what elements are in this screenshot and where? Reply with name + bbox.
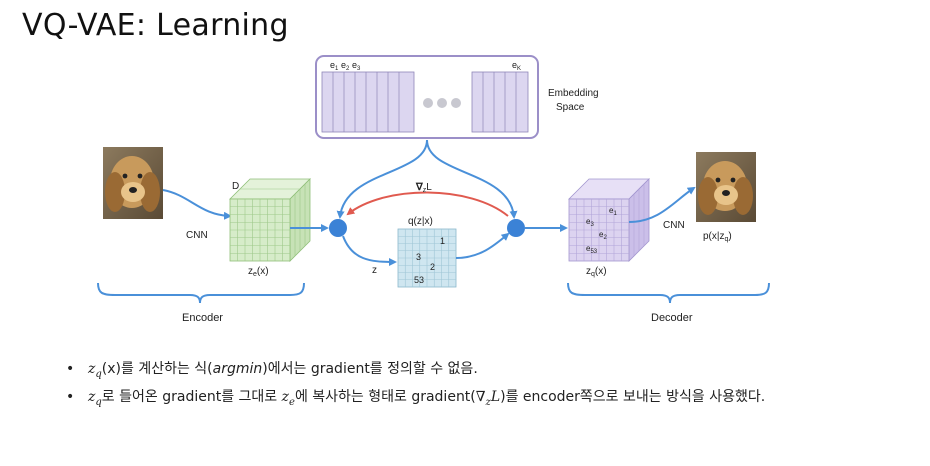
output-dog-image <box>696 152 756 222</box>
z-label: z <box>372 265 377 276</box>
quantize-node-right <box>507 219 525 237</box>
q-cell-53: 53 <box>414 275 424 285</box>
q-label: q(z|x) <box>408 216 433 227</box>
embedding-label-e1: e1 <box>330 60 339 72</box>
decoder-output-arrow <box>628 186 696 223</box>
embedding-to-right-node-arrow <box>426 139 518 219</box>
bullet-2-grad: ∇zL <box>475 388 501 408</box>
decoder-cell-e53: e53 <box>586 244 598 255</box>
encoder-cube <box>229 178 311 262</box>
decoder-cell-e3: e3 <box>586 217 594 228</box>
embedding-label-e3: e3 <box>352 60 361 72</box>
vqvae-diagram: e1 e2 e3 eK Embedding Space CNN <box>97 55 770 324</box>
encoder-output-label: ze(x) <box>248 266 269 278</box>
embedding-label-ek: eK <box>512 60 521 72</box>
decoder-brace <box>567 282 770 304</box>
gradient-arrow <box>346 191 509 217</box>
embedding-vectors-right <box>471 71 529 133</box>
decoder-cell-e1: e1 <box>609 206 617 217</box>
bullet-2: zq로 들어온 gradient를 그대로 ze에 복사하는 형태로 gradi… <box>60 388 920 412</box>
embedding-to-left-node-arrow <box>336 139 428 219</box>
node-to-grid-arrow <box>342 235 397 266</box>
encoder-section-label: Encoder <box>182 312 223 324</box>
encoder-input-arrow <box>162 189 232 220</box>
embedding-vectors-left <box>321 71 415 133</box>
encoder-brace <box>97 282 305 304</box>
embedding-space-label-1: Embedding <box>548 88 599 99</box>
quantized-grid <box>397 228 457 288</box>
decoder-cube <box>568 178 650 262</box>
decoder-section-label: Decoder <box>651 312 693 324</box>
bullet-2-zq: zq <box>88 388 102 408</box>
decoder-cell-e2: e2 <box>599 230 607 241</box>
bullet-1-zq: zq <box>88 361 102 380</box>
encoder-cnn-label: CNN <box>186 230 208 241</box>
embedding-space: e1 e2 e3 eK <box>315 55 539 139</box>
encoder-dim-label: D <box>232 181 239 192</box>
quantize-node-left <box>329 219 347 237</box>
q-cell-2: 2 <box>430 262 435 272</box>
input-dog-image <box>103 147 163 219</box>
bullet-2-ze: ze <box>281 388 295 408</box>
explanation-bullets: zq(x)를 계산하는 식(argmin)에서는 gradient를 정의할 수… <box>60 360 920 416</box>
embedding-dots <box>423 98 461 108</box>
decoder-output-label: p(x|zq) <box>703 231 732 243</box>
gradient-label: ∇zL <box>415 182 432 194</box>
decoder-cnn-label: CNN <box>663 220 685 231</box>
decoder-input-label: zq(x) <box>586 266 607 278</box>
embedding-label-e2: e2 <box>341 60 350 72</box>
embedding-space-label-2: Space <box>556 102 585 113</box>
bullet-1: zq(x)를 계산하는 식(argmin)에서는 gradient를 정의할 수… <box>60 360 920 384</box>
grid-to-node-arrow <box>455 232 510 259</box>
page-title: VQ-VAE: Learning <box>22 8 289 43</box>
q-cell-3: 3 <box>416 252 421 262</box>
q-cell-1: 1 <box>440 236 445 246</box>
